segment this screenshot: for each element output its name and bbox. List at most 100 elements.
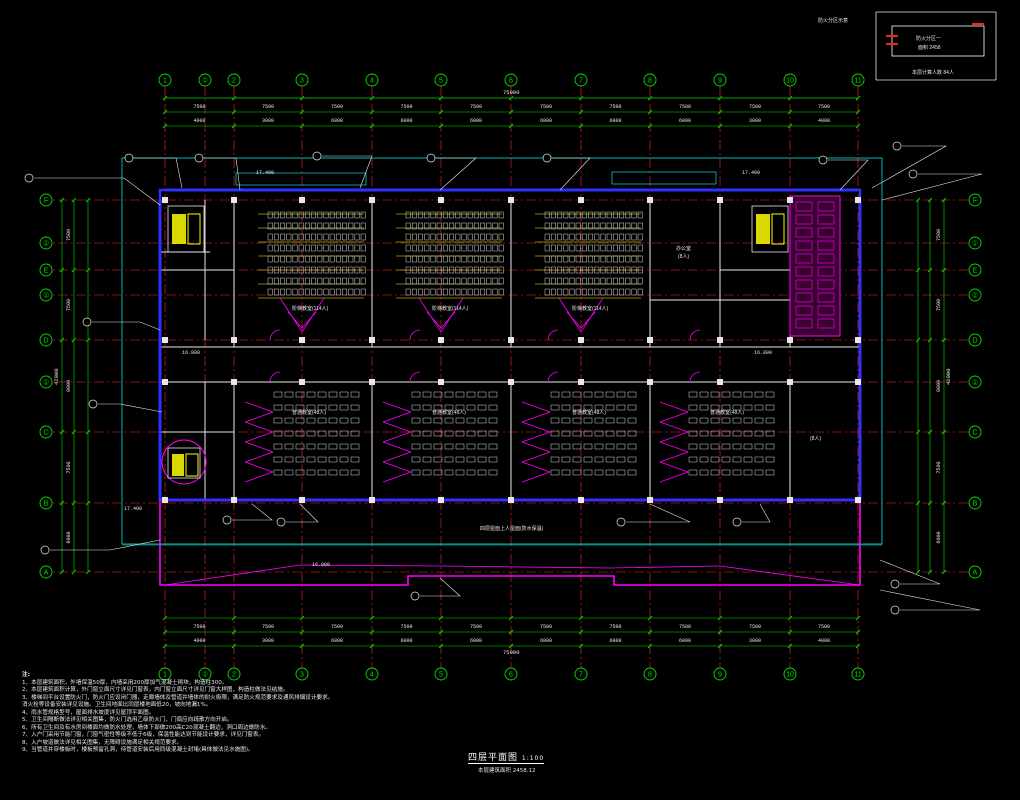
lecture-seat bbox=[323, 244, 329, 252]
lecture-seat bbox=[449, 288, 455, 296]
lecture-seat bbox=[354, 244, 360, 252]
lecture-seat bbox=[631, 222, 637, 230]
lecture-seat bbox=[637, 211, 643, 219]
class-desk bbox=[594, 456, 604, 463]
dim-tick bbox=[508, 615, 514, 621]
lecture-seat bbox=[619, 244, 625, 252]
lecture-seat bbox=[311, 244, 317, 252]
lecture-seat bbox=[430, 233, 436, 241]
lecture-seat bbox=[480, 211, 486, 219]
lecture-seat bbox=[273, 211, 279, 219]
class-desk bbox=[411, 469, 421, 476]
lecture-seat bbox=[418, 244, 424, 252]
lecture-seat bbox=[360, 277, 366, 285]
lecture-seat bbox=[550, 244, 556, 252]
axis-bubble-top-3-label: 3 bbox=[300, 78, 304, 85]
dim-tick bbox=[941, 429, 947, 435]
leader-line bbox=[420, 577, 461, 597]
lecture-seat bbox=[442, 233, 448, 241]
class-desk bbox=[627, 404, 637, 411]
lecture-seat bbox=[581, 233, 587, 241]
lecture-seat bbox=[544, 255, 550, 263]
lecture-seat bbox=[342, 288, 348, 296]
class-desk bbox=[284, 417, 294, 424]
class-desk bbox=[616, 456, 626, 463]
dim-tick bbox=[369, 109, 375, 115]
lecture-seat bbox=[430, 222, 436, 230]
class-desk bbox=[754, 417, 764, 424]
lecture-seat bbox=[612, 211, 618, 219]
lecture-seat bbox=[273, 222, 279, 230]
axis-bubble-right-0: F bbox=[968, 193, 982, 207]
dim-tick bbox=[59, 500, 65, 506]
axis-bubble-bottom-10: 10 bbox=[783, 667, 797, 681]
lecture-seat bbox=[467, 288, 473, 296]
lecture-seat bbox=[335, 211, 341, 219]
lecture-seat bbox=[492, 222, 498, 230]
lecture-seat bbox=[304, 255, 310, 263]
stair-nw bbox=[167, 205, 205, 253]
dim-tick bbox=[438, 109, 444, 115]
lecture-seat bbox=[273, 233, 279, 241]
lecture-seat bbox=[317, 266, 323, 274]
lecture-seat bbox=[569, 288, 575, 296]
class-desk bbox=[466, 443, 476, 450]
dim-bottom-row2-5: 6000 bbox=[540, 638, 552, 644]
dim-tick bbox=[299, 629, 305, 635]
lecture-seat bbox=[354, 255, 360, 263]
toilet-stall bbox=[795, 305, 813, 316]
callout-bubble bbox=[426, 153, 436, 163]
lecture-seat bbox=[455, 233, 461, 241]
lecture-seat bbox=[405, 244, 411, 252]
class-desk bbox=[550, 404, 560, 411]
leader-callouts bbox=[24, 141, 983, 615]
lecture-seat bbox=[323, 277, 329, 285]
lecture-seat bbox=[550, 288, 556, 296]
lecture-seat bbox=[280, 211, 286, 219]
class-desk bbox=[306, 430, 316, 437]
class-desk bbox=[444, 430, 454, 437]
lecture-seat bbox=[286, 222, 292, 230]
lecture-seat bbox=[498, 222, 504, 230]
dim-tick bbox=[85, 337, 91, 343]
door-swing bbox=[547, 371, 559, 383]
dim-bottom-row1-0: 7500 bbox=[193, 624, 205, 630]
axis-bubble-bottom-2-label: 2 bbox=[232, 672, 236, 679]
lecture-seat bbox=[430, 277, 436, 285]
dim-tick bbox=[59, 197, 65, 203]
lecture-seat bbox=[360, 255, 366, 263]
column bbox=[438, 197, 444, 203]
total-width-top: 75000 bbox=[503, 89, 520, 96]
note-line-7: 6、所有卫生间及有水房间楼面均做防水处理，墙体下部做200高C20混凝土翻边，洞… bbox=[22, 724, 272, 731]
class-desk bbox=[710, 404, 720, 411]
class-desk bbox=[328, 404, 338, 411]
class-desk bbox=[594, 443, 604, 450]
class-desk bbox=[433, 469, 443, 476]
dim-tick bbox=[787, 643, 793, 649]
lecture-seat bbox=[267, 211, 273, 219]
column bbox=[647, 337, 653, 343]
axis-bubble-right-2-label: E bbox=[973, 268, 978, 275]
toilet-stall bbox=[795, 201, 813, 212]
class-desk bbox=[688, 430, 698, 437]
class-desk bbox=[583, 430, 593, 437]
lecture-seat bbox=[317, 222, 323, 230]
note-line-6: 5、卫生间隔断做法详见相关图集，防火门选用乙级防火门，门扇应向疏散方向开启。 bbox=[22, 717, 233, 723]
lecture-seat bbox=[298, 244, 304, 252]
lecture-seat bbox=[563, 255, 569, 263]
lecture-seat bbox=[436, 288, 442, 296]
leader-line bbox=[92, 321, 161, 331]
lecture-seat bbox=[588, 222, 594, 230]
class-desk bbox=[455, 469, 465, 476]
class-desk bbox=[306, 391, 316, 398]
lecture-seat bbox=[342, 266, 348, 274]
dim-bottom-row1-5: 7500 bbox=[540, 624, 552, 630]
desk-sightline bbox=[382, 411, 412, 423]
room-office: 办公室 bbox=[676, 245, 691, 252]
lecture-seat bbox=[286, 233, 292, 241]
class-desk bbox=[422, 391, 432, 398]
axis-bubble-top-7-label: 7 bbox=[579, 78, 583, 85]
dim-tick bbox=[71, 429, 77, 435]
class-desk bbox=[743, 391, 753, 398]
class-desk bbox=[572, 391, 582, 398]
